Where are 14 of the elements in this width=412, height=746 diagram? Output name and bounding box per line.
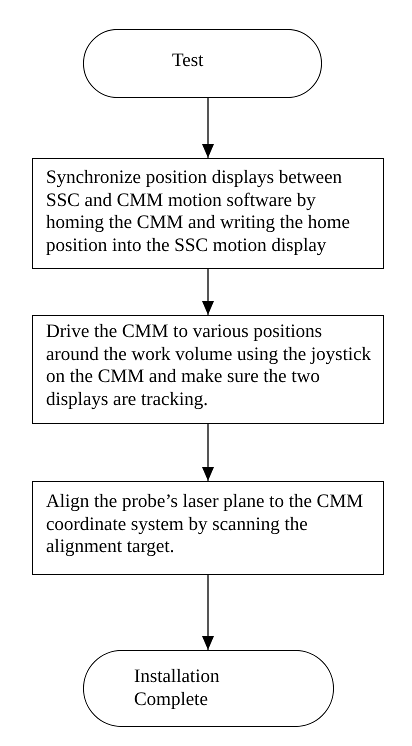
arrow [202, 98, 214, 158]
terminal-shape [83, 650, 334, 727]
arrow [202, 269, 214, 315]
process-box [32, 158, 384, 269]
process-box [32, 481, 384, 575]
process-box [32, 315, 384, 424]
step-text: Align the probe’s laser plane to the CMM coordinate system by scanning the alignment target. [46, 491, 364, 559]
step-text: Installation Complete [134, 666, 220, 712]
step-text: Drive the CMM to various positions around the work volume using the joystick on the CMM and make sure the two displays are tracking. [46, 321, 372, 412]
arrow [202, 424, 214, 481]
step-text: Test [172, 50, 204, 73]
step-text: Synchronize position displays between SSC and CMM motion software by homing the CMM and writing the home position into the SSC motion display [46, 167, 351, 258]
terminal-shape [83, 29, 322, 98]
arrow [202, 575, 214, 650]
